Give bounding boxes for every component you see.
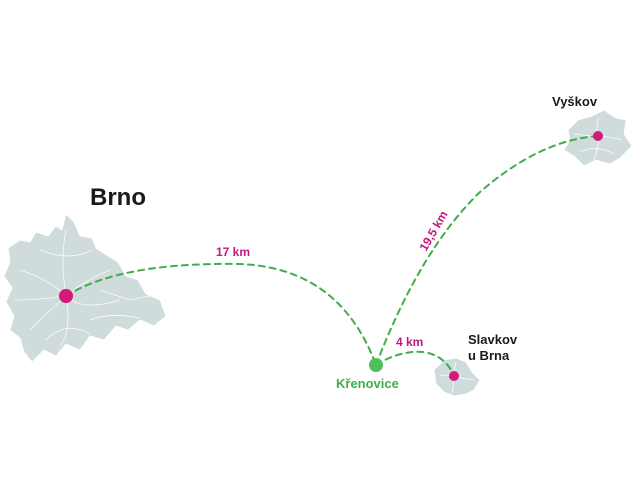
vyskov-label: Vyškov (552, 94, 598, 109)
brno-label: Brno (90, 184, 146, 211)
brno-area-shape (3, 213, 167, 363)
route-brno-krenovice (65, 262, 377, 366)
route-krenovice-slavkov (375, 350, 455, 377)
routes (65, 135, 599, 377)
slavkov-label-line2: u Brna (468, 348, 510, 363)
vyskov-marker (593, 131, 603, 141)
brno-marker (59, 289, 73, 303)
distance-brno-krenovice: 17 km (216, 245, 250, 259)
distance-krenovice-slavkov: 4 km (396, 335, 423, 349)
slavkov-label-line1: Slavkov (468, 332, 518, 347)
distance-krenovice-vyskov: 19,5 km (416, 208, 450, 253)
slavkov-marker (449, 371, 459, 381)
krenovice-label: Křenovice (336, 376, 399, 391)
krenovice-marker (369, 358, 383, 372)
brno-area (3, 213, 167, 363)
route-krenovice-vyskov (375, 135, 599, 366)
